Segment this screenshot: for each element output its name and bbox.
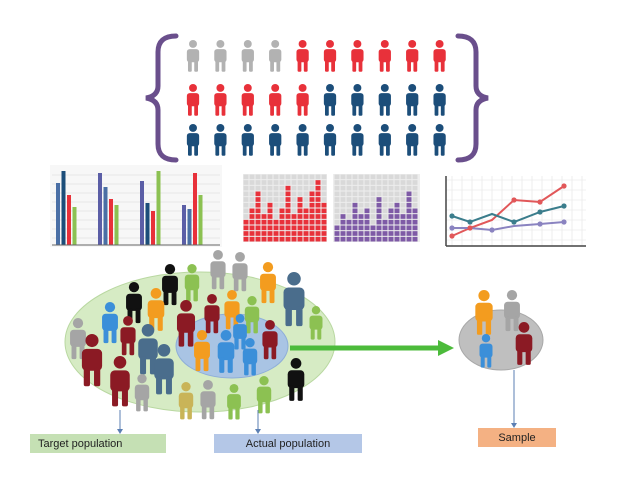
crowd-person-icon xyxy=(244,296,260,334)
crowd-person-icon xyxy=(200,380,216,420)
bar-chart-icon xyxy=(50,165,222,247)
population-person-icon xyxy=(433,124,446,156)
crowd-person-icon xyxy=(283,272,305,327)
crowd-person-icon xyxy=(120,316,136,356)
population-person-icon xyxy=(296,84,309,116)
crowd-person-icon xyxy=(227,384,241,420)
population-person-icon xyxy=(241,124,254,156)
crowd-person-icon xyxy=(134,374,150,412)
crowd-person-icon xyxy=(217,330,235,373)
crowd-person-icon xyxy=(232,252,248,292)
population-person-icon xyxy=(378,40,391,72)
red-histogram-icon xyxy=(243,174,327,242)
sample-person-icon xyxy=(475,290,493,335)
population-person-icon xyxy=(378,124,391,156)
crowd-person-icon xyxy=(162,264,178,306)
crowd-person-icon xyxy=(194,330,210,372)
crowd-person-icon xyxy=(138,324,158,375)
population-person-icon xyxy=(351,124,364,156)
population-person-icon xyxy=(186,124,200,156)
population-person-icon xyxy=(214,84,227,116)
crowd-person-icon xyxy=(176,300,196,347)
population-person-icon xyxy=(296,124,309,156)
crowd-person-icon xyxy=(262,320,278,360)
crowd-person-icon xyxy=(110,356,130,407)
population-person-icon xyxy=(269,124,282,156)
crowd-person-icon xyxy=(102,302,118,344)
sample-label: Sample xyxy=(478,428,556,447)
sample-person-icon xyxy=(515,322,533,365)
population-person-icon xyxy=(241,84,254,116)
population-person-icon xyxy=(351,40,364,72)
population-person-icon xyxy=(214,124,227,156)
population-person-icon xyxy=(241,40,254,72)
sample-person-icon xyxy=(504,290,520,332)
crowd-person-icon xyxy=(184,264,200,302)
population-person-icon xyxy=(351,84,364,116)
crowd-person-icon xyxy=(309,306,323,340)
crowd-person-icon xyxy=(204,294,220,334)
population-person-icon xyxy=(269,40,282,72)
population-person-icon xyxy=(186,84,200,116)
population-person-icon xyxy=(214,40,227,72)
population-grid xyxy=(186,40,446,156)
population-person-icon xyxy=(186,40,200,72)
population-person-icon xyxy=(433,40,446,72)
crowd-person-icon xyxy=(256,376,272,414)
population-person-icon xyxy=(433,84,446,116)
population-person-icon xyxy=(406,124,419,156)
crowd-person-icon xyxy=(81,334,103,387)
sample-person-icon xyxy=(479,334,493,368)
crowd-person-icon xyxy=(178,382,194,420)
crowd-person-icon xyxy=(154,344,174,395)
population-person-icon xyxy=(378,84,391,116)
population-person-icon xyxy=(323,84,337,116)
crowd-person-icon xyxy=(233,314,247,350)
target-population-label: Target population xyxy=(30,434,166,453)
crowd xyxy=(70,250,323,420)
population-person-icon xyxy=(323,40,337,72)
population-person-icon xyxy=(323,124,337,156)
crowd-person-icon xyxy=(242,338,258,376)
crowd-person-icon xyxy=(147,288,165,331)
crowd-person-icon xyxy=(260,262,276,304)
sample-people xyxy=(475,290,533,368)
actual-population-label: Actual population xyxy=(214,434,362,453)
population-person-icon xyxy=(269,84,282,116)
left-brace xyxy=(145,33,179,163)
population-person-icon xyxy=(406,84,419,116)
population-person-icon xyxy=(296,40,309,72)
crowd-person-icon xyxy=(287,358,305,401)
line-chart-icon xyxy=(442,176,588,248)
purple-histogram-icon xyxy=(333,174,420,242)
population-person-icon xyxy=(406,40,419,72)
crowd-person-icon xyxy=(210,250,226,290)
crowd-person-icon xyxy=(70,318,86,360)
right-brace xyxy=(455,33,489,163)
